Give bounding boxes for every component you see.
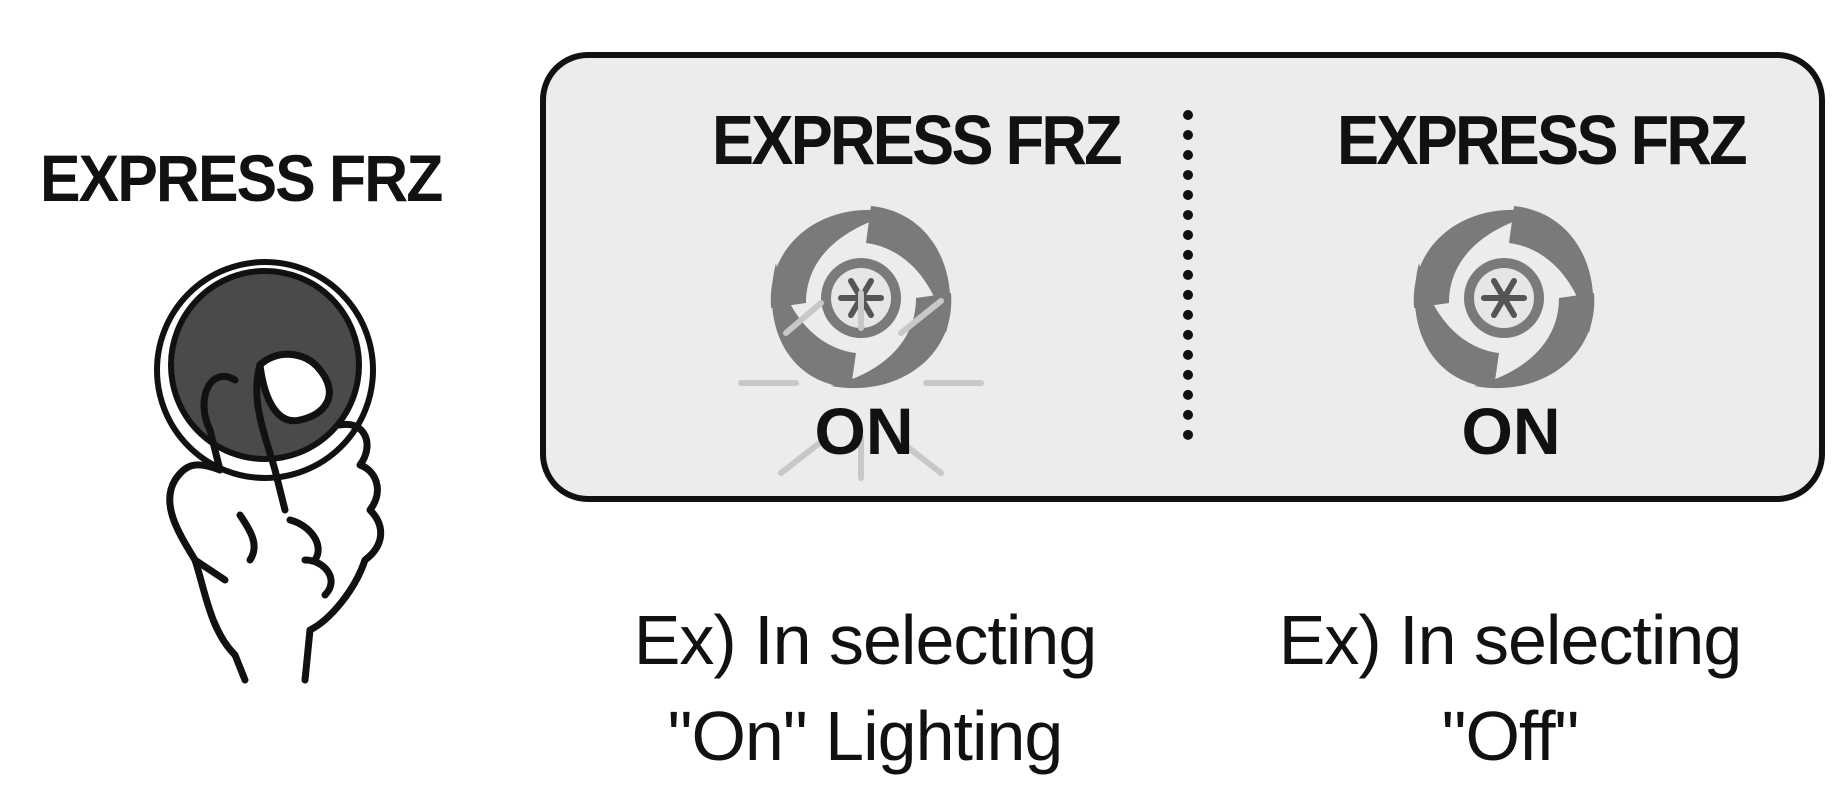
- display-panel: EXPRESS FRZ EXPRESS FRZ: [540, 52, 1825, 502]
- express-freeze-fan-icon: [1413, 206, 1595, 389]
- left-status-on: ON: [814, 394, 914, 468]
- caption-on-line2: "On" Lighting: [667, 697, 1064, 775]
- caption-on: Ex) In selecting "On" Lighting: [555, 592, 1175, 784]
- panel-divider: [1183, 110, 1193, 440]
- caption-off: Ex) In selecting "Off": [1200, 592, 1820, 784]
- hand-press-icon: [166, 350, 385, 684]
- caption-off-line1: Ex) In selecting: [1278, 601, 1743, 679]
- left-panel-title: EXPRESS FRZ: [712, 101, 1123, 179]
- snowflake-icon: [1481, 278, 1527, 318]
- right-panel-title: EXPRESS FRZ: [1337, 101, 1748, 179]
- caption-on-line1: Ex) In selecting: [633, 601, 1098, 679]
- on-glow-rays: [738, 290, 984, 481]
- right-status-on: ON: [1461, 394, 1561, 468]
- caption-off-line2: "Off": [1441, 697, 1580, 775]
- express-frz-button-label: EXPRESS FRZ: [40, 141, 443, 215]
